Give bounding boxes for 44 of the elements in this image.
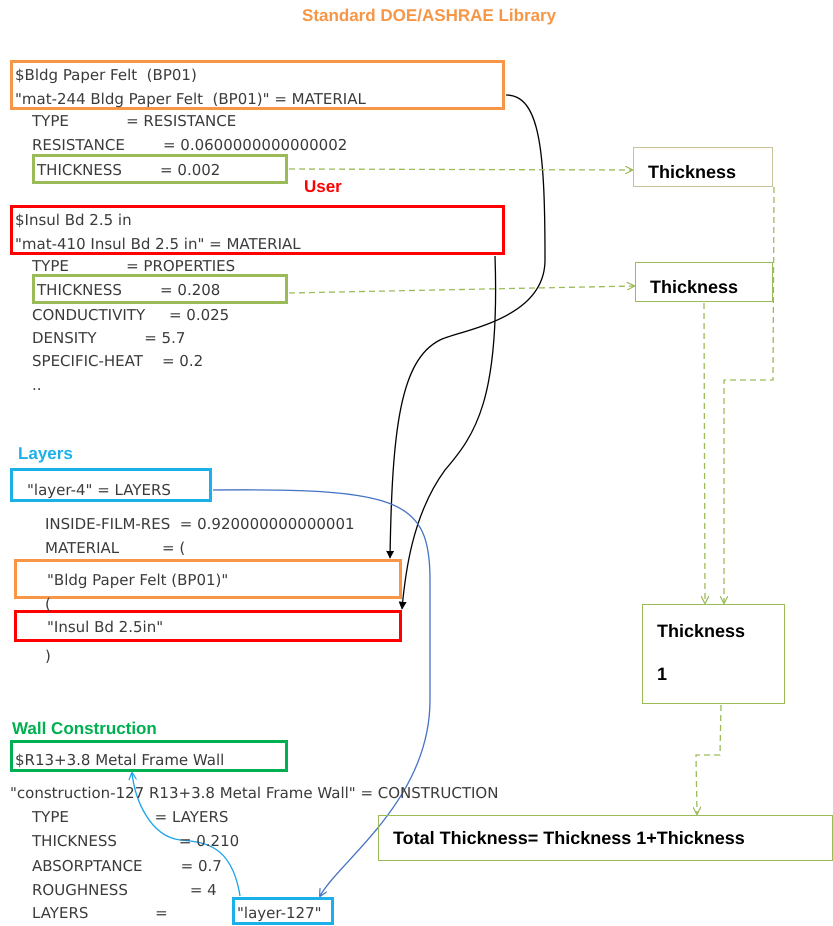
dashed-arrow: [719, 187, 775, 604]
section-heading: Standard DOE/ASHRAE Library: [302, 6, 556, 26]
code-line: TYPE = LAYERS: [32, 807, 228, 827]
code-line: "layer-4" = LAYERS: [27, 480, 172, 501]
code-line: ..: [32, 375, 42, 395]
code-line: CONDUCTIVITY = 0.025: [32, 305, 230, 325]
dashed-arrow: [289, 165, 634, 175]
code-line: "Insul Bd 2.5in": [47, 617, 164, 638]
section-heading: Layers: [18, 444, 73, 464]
curved-arrow: [128, 772, 241, 896]
box-label: Total Thickness= Thickness 1+Thickness: [393, 828, 746, 849]
dashed-arrow: [288, 282, 636, 294]
code-line: ): [45, 646, 51, 666]
code-line: (: [45, 597, 51, 611]
code-line: RESISTANCE = 0.0600000000000002: [32, 135, 348, 155]
code-line: $R13+3.8 Metal Frame Wall: [15, 750, 226, 771]
box-label: Thickness: [657, 621, 746, 642]
code-line: THICKNESS = 0.002: [37, 160, 222, 181]
code-line: "layer-127": [237, 903, 323, 924]
code-line: MATERIAL = (: [45, 538, 186, 558]
box-label: Thickness: [650, 277, 740, 298]
section-heading: User: [304, 177, 342, 197]
dashed-arrow: [700, 303, 710, 604]
code-line: "mat-410 Insul Bd 2.5 in" = MATERIAL: [15, 234, 302, 255]
code-line: ABSORPTANCE = 0.7: [32, 856, 222, 876]
code-line: SPECIFIC-HEAT = 0.2: [32, 351, 204, 371]
code-line: ROUGHNESS = 4: [32, 880, 217, 900]
curved-arrow: [398, 256, 496, 610]
code-line: $Bldg Paper Felt (BP01): [15, 65, 198, 86]
code-line: THICKNESS = 0.208: [37, 280, 222, 301]
dashed-arrow: [692, 704, 722, 816]
code-line: $Insul Bd 2.5 in: [15, 210, 133, 231]
code-line: "Bldg Paper Felt (BP01)": [47, 570, 230, 591]
box-label: Thickness: [648, 162, 738, 183]
code-line: TYPE = RESISTANCE: [32, 111, 236, 131]
code-line: TYPE = PROPERTIES: [32, 256, 236, 276]
code-line: LAYERS =: [32, 903, 168, 923]
code-line: DENSITY = 5.7: [32, 328, 186, 348]
section-heading: Wall Construction: [12, 719, 157, 739]
code-line: INSIDE-FILM-RES = 0.920000000000001: [45, 514, 355, 534]
code-line: "mat-244 Bldg Paper Felt (BP01)" = MATERIAL: [15, 89, 367, 110]
curved-arrow: [386, 94, 546, 559]
curved-arrow: [213, 489, 431, 898]
box-label: 1: [657, 664, 668, 685]
